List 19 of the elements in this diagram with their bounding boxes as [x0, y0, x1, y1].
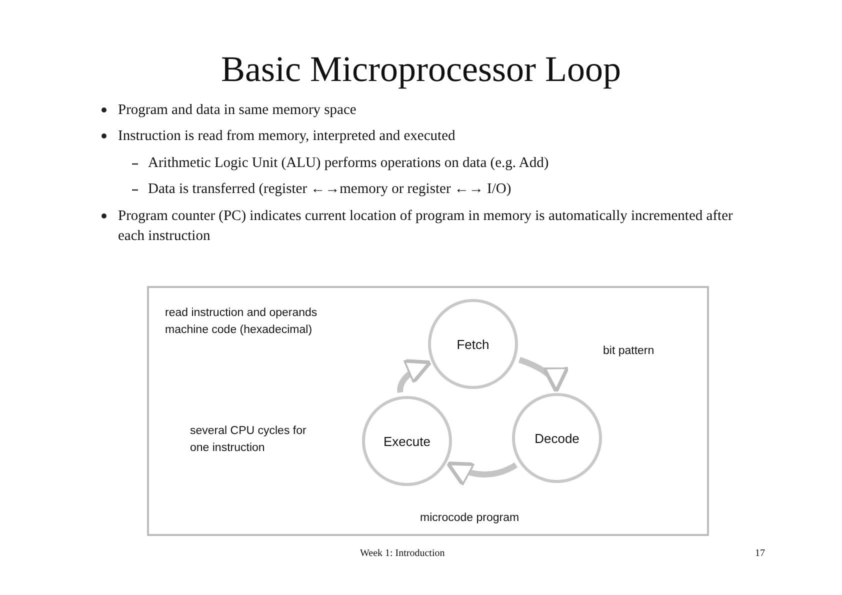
- annotation-text: microcode program: [420, 511, 520, 526]
- diagram-frame: [147, 286, 709, 536]
- annotation-text: several CPU cycles for one instruction: [190, 424, 308, 456]
- annotation-text: read instruction and operands machine code (hexadecimal): [165, 306, 318, 338]
- stage-label: Decode: [534, 430, 580, 446]
- page-number: 17: [755, 548, 766, 559]
- footer-text: Week 1: Introduction: [360, 548, 446, 559]
- slide-title: Basic Microprocessor Loop: [220, 48, 622, 90]
- stage-label: Execute: [384, 434, 430, 448]
- annotation-text: bit pattern: [603, 344, 656, 359]
- bullet-text: Program counter (PC) indicates current location of program in memory is automatically incremented after each instruction: [118, 207, 734, 246]
- sub-bullet-text: Arithmetic Logic Unit (ALU) performs operations on data (e.g. Add): [148, 154, 550, 173]
- bullet-text: Instruction is read from memory, interpreted and executed: [118, 127, 456, 146]
- stage-label: Fetch: [456, 336, 490, 352]
- cycle-arrow: [397, 360, 432, 393]
- bullet-text: Program and data in same memory space: [118, 101, 358, 120]
- cycle-arrow: [518, 356, 568, 394]
- sub-bullet-text: Data is transferred (register ←→memory or register ←→ I/O): [148, 180, 512, 199]
- cycle-arrow: [446, 462, 518, 487]
